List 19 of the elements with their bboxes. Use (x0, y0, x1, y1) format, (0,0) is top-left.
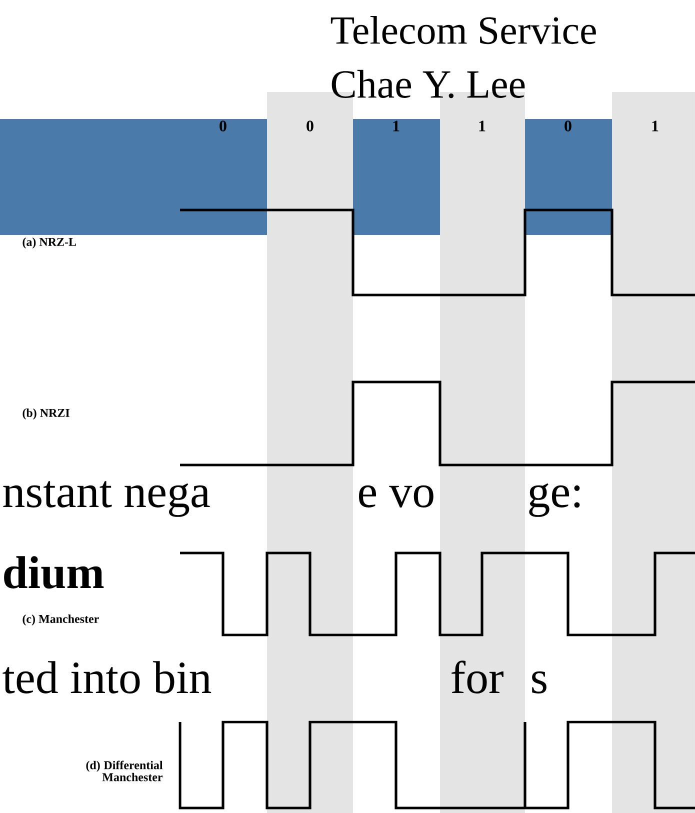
bit-label: 0 (220, 120, 226, 132)
bit-label: 0 (306, 120, 314, 132)
encoding-label: (c) Manchester (22, 614, 99, 626)
bit-label: 0 (564, 120, 572, 132)
encoding-label: (b) NRZI (22, 408, 70, 420)
encoding-label: (a) NRZ-L (22, 238, 76, 248)
bit-label: 1 (479, 120, 486, 132)
bit-label: 1 (652, 120, 658, 132)
slide-text: nstant nega (3, 481, 210, 517)
slide-text: s (532, 671, 546, 694)
encoding-label: (d) Differential Manchester (86, 760, 163, 782)
author-text: Chae Y. Lee (332, 70, 525, 98)
bit-label: 1 (393, 120, 400, 132)
slide-text: ge: (529, 483, 580, 517)
slide-text: e vo (359, 485, 434, 508)
slide-text: dium (4, 556, 104, 589)
slide-text: for (452, 660, 504, 694)
slide-text: ted into bin (2, 661, 212, 694)
title-text: Telecom Service (330, 16, 596, 44)
